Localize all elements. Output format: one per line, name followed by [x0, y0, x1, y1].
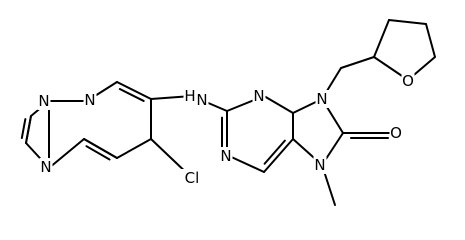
- atom-label-o: O: [390, 124, 402, 142]
- atom-label-background: [219, 147, 233, 165]
- bond-single: [373, 19, 390, 58]
- atom-label-background: [252, 87, 266, 105]
- atom-label-n: N: [38, 92, 49, 110]
- atom-label-background: [183, 87, 197, 105]
- atom-n_tz2: N: [83, 91, 97, 109]
- atom-o_thf: O: [401, 72, 415, 90]
- atom-n_pur3: N: [219, 147, 233, 165]
- bond-single: [116, 138, 152, 159]
- bond-layer: [20, 19, 436, 206]
- atom-n7: N: [313, 156, 327, 174]
- atom-o_carbonyl: O: [389, 124, 403, 142]
- bond-double-primary: [83, 138, 118, 159]
- atom-n_amine: H: [183, 87, 197, 105]
- atom-n_tz1: N: [37, 92, 51, 110]
- bond-single: [388, 19, 427, 25]
- atom-label-o: O: [402, 72, 414, 90]
- atom-cl: Cl: [181, 169, 203, 187]
- atom-label-n: N: [84, 91, 95, 109]
- atom-label-background: [181, 169, 203, 187]
- atom-n_amine_n: N: [195, 91, 209, 109]
- bond-single: [340, 56, 375, 69]
- bond-double-primary: [263, 138, 294, 173]
- atom-label-background: [195, 91, 209, 109]
- atom-label-n: N: [316, 90, 327, 108]
- atom-n9: N: [315, 90, 329, 108]
- bond-double-secondary: [263, 139, 286, 165]
- bond-double-secondary: [118, 88, 145, 102]
- bond-double-secondary: [85, 145, 111, 161]
- bond-single: [226, 154, 265, 173]
- bond-single: [263, 95, 294, 114]
- bond-double-secondary: [20, 118, 27, 140]
- atom-label-background: [37, 92, 51, 110]
- bond-double-primary: [116, 81, 152, 100]
- bond-single: [425, 23, 436, 58]
- atom-label-n: N: [40, 158, 51, 176]
- atom-label-n: N: [220, 147, 231, 165]
- atom-label-h: H: [184, 87, 195, 105]
- atom-label-background: [83, 91, 97, 109]
- bond-double-primary: [25, 115, 32, 144]
- atom-label-background: [401, 72, 415, 90]
- atom-label-n: N: [253, 87, 264, 105]
- atom-label-background: [39, 158, 53, 176]
- atom-label-background: [389, 124, 403, 142]
- bond-single: [48, 138, 85, 169]
- atom-label-cl: Cl: [185, 169, 200, 187]
- atom-n_tz3: N: [39, 158, 53, 176]
- atom-label-background: [313, 156, 327, 174]
- atom-label-n: N: [196, 91, 207, 109]
- atom-label-background: [315, 90, 329, 108]
- atom-n_pur1: N: [252, 87, 266, 105]
- atom-label-n: N: [314, 156, 325, 174]
